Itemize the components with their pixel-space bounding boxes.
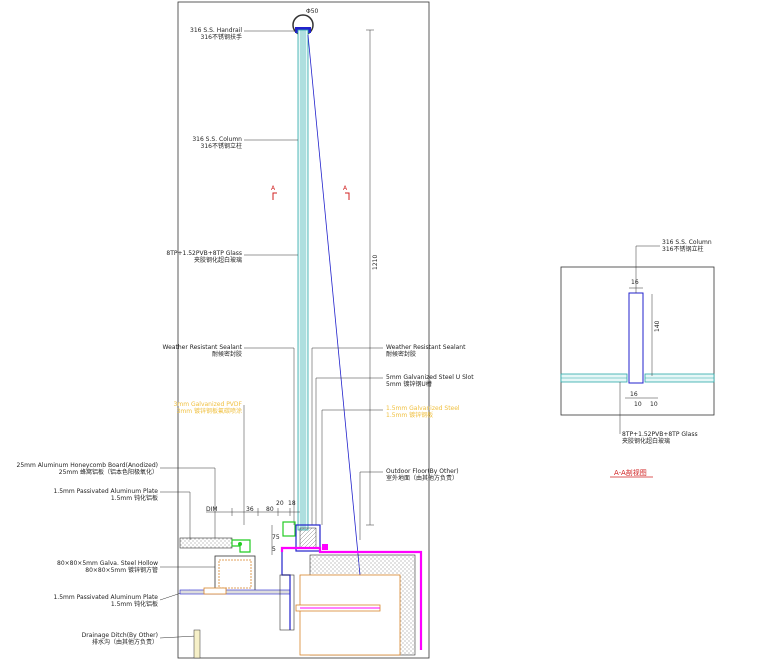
dim-5: 5 <box>272 546 276 553</box>
aa-frame <box>560 266 715 416</box>
section-a-left: A <box>271 185 276 192</box>
aa-leaders <box>619 245 660 434</box>
aa-glass <box>560 373 715 383</box>
passivated-plate <box>179 589 291 595</box>
uslot-label: 5mm Galvanized Steel U Slot 5mm 镀锌钢U槽 <box>386 374 474 388</box>
honeycomb-board <box>179 537 233 549</box>
column-label-en: 316 S.S. Column <box>192 136 242 143</box>
base-dimensions <box>206 508 300 555</box>
passivated-label-2-en: 1.5mm Passivated Aluminum Plate <box>53 594 158 601</box>
green-clip <box>231 539 251 553</box>
dim-75: 75 <box>272 534 280 541</box>
pvdf-label-cn: 3mm 镀锌钢板氟碳喷涂 <box>176 408 242 415</box>
main-frame <box>177 1 430 659</box>
outdoor-floor-en: Outdoor Floor(By Other) <box>386 468 459 475</box>
glass-label: 8TP+1.52PVB+8TP Glass 夹胶钢化超白玻璃 <box>140 250 242 264</box>
drainage-label: Drainage Ditch(By Other) 排水沟（由其他方负责） <box>40 632 158 646</box>
hollow-label-en: 80×80×5mm Galva. Steel Hollow <box>57 560 158 567</box>
drainage-label-en: Drainage Ditch(By Other) <box>81 632 158 639</box>
column-label: 316 S.S. Column 316不锈钢立柱 <box>150 136 242 150</box>
dim-18: 18 <box>288 500 296 507</box>
dim-20: 20 <box>276 500 284 507</box>
dim-80: 80 <box>266 506 274 513</box>
dim-36: 36 <box>246 506 254 513</box>
sealant-left-label: Weather Resistant Sealant 耐候密封胶 <box>140 344 242 358</box>
honeycomb-label: 25mm Aluminum Honeycomb Board(Anodized) … <box>4 462 158 476</box>
aa-dim-16b: 16 <box>630 391 638 398</box>
passivated-label-1-en: 1.5mm Passivated Aluminum Plate <box>53 488 158 495</box>
dim-label: DIM <box>206 506 218 513</box>
handrail-label-cn: 316不锈钢扶手 <box>200 34 242 41</box>
drainage-label-cn: 排水沟（由其他方负责） <box>91 639 158 646</box>
sealant-right-cn: 耐候密封胶 <box>386 351 417 358</box>
outdoor-floor-cn: 室外地面（由其他方负责） <box>386 475 459 482</box>
sealant-left-cn: 耐候密封胶 <box>211 351 242 358</box>
aa-column-label-cn: 316不锈钢立柱 <box>662 246 704 253</box>
aa-glass-label-cn: 夹胶钢化超白玻璃 <box>622 438 671 445</box>
glass-label-cn: 夹胶钢化超白玻璃 <box>193 257 242 264</box>
aa-dim-140: 140 <box>654 320 661 332</box>
section-marker-right <box>345 192 350 200</box>
aa-glass-label-en: 8TP+1.52PVB+8TP Glass <box>622 431 698 438</box>
steel-hollow-inner <box>218 559 252 589</box>
aa-column <box>628 292 644 384</box>
plate-right-label: 1.5mm Galvanized Steel 1.5mm 镀锌钢板 <box>386 405 460 419</box>
pvdf-label-en: 3mm Galvanized PVDF <box>173 401 242 408</box>
u-slot-fill <box>299 527 317 549</box>
green-bracket <box>282 521 296 537</box>
glass-label-en: 8TP+1.52PVB+8TP Glass <box>166 250 242 257</box>
aa-glass-label: 8TP+1.52PVB+8TP Glass 夹胶钢化超白玻璃 <box>622 431 698 445</box>
outdoor-floor-label: Outdoor Floor(By Other) 室外地面（由其他方负责） <box>386 468 459 482</box>
plate-right-cn: 1.5mm 镀锌钢板 <box>386 412 434 419</box>
glass-panel <box>297 29 309 531</box>
green-clip-pin <box>238 542 242 546</box>
plate-right-en: 1.5mm Galvanized Steel <box>386 405 460 412</box>
honeycomb-label-en: 25mm Aluminum Honeycomb Board(Anodized) <box>16 462 158 469</box>
handrail-label-en: 316 S.S. Handrail <box>190 27 242 34</box>
column-label-cn: 316不锈钢立柱 <box>200 143 242 150</box>
uslot-label-cn: 5mm 镀锌钢U槽 <box>386 381 432 388</box>
uslot-label-en: 5mm Galvanized Steel U Slot <box>386 374 474 381</box>
aa-column-label-en: 316 S.S. Column <box>662 239 712 246</box>
height-dim-label: 1210 <box>372 254 379 270</box>
height-dimension <box>366 29 374 526</box>
passivated-label-1: 1.5mm Passivated Aluminum Plate 1.5mm 钝化… <box>30 488 158 502</box>
steel-hollow-outer <box>214 555 256 593</box>
pvdf-label: 3mm Galvanized PVDF 3mm 镀锌钢板氟碳喷涂 <box>150 401 242 415</box>
passivated-label-2: 1.5mm Passivated Aluminum Plate 1.5mm 钝化… <box>30 594 158 608</box>
section-a-right: A <box>343 185 348 192</box>
drainage-ditch <box>193 629 201 659</box>
handrail-label: 316 S.S. Handrail 316不锈钢扶手 <box>150 27 242 41</box>
aa-dim-10b: 10 <box>650 401 658 408</box>
sealant-left-en: Weather Resistant Sealant <box>162 344 242 351</box>
orange-plate-frame <box>299 574 401 656</box>
aa-dim-10a: 10 <box>634 401 642 408</box>
magenta-outline <box>280 546 423 650</box>
u-slot <box>295 524 321 552</box>
sealant-right-label: Weather Resistant Sealant 耐候密封胶 <box>386 344 465 358</box>
leader-lines <box>159 30 383 639</box>
column-diagonal <box>307 34 361 576</box>
passivated-label-1-cn: 1.5mm 钝化铝板 <box>110 495 158 502</box>
aa-section-title: A-A剖视图 <box>614 469 647 477</box>
hollow-label-cn: 80×80×5mm 镀锌钢方管 <box>85 567 158 574</box>
section-marker-left <box>272 192 277 200</box>
hollow-label: 80×80×5mm Galva. Steel Hollow 80×80×5mm … <box>30 560 158 574</box>
plate-bracket <box>203 587 227 595</box>
sealant-right-en: Weather Resistant Sealant <box>386 344 466 351</box>
aa-dim-16: 16 <box>631 279 639 286</box>
passivated-label-2-cn: 1.5mm 钝化铝板 <box>110 601 158 608</box>
support-frame <box>279 574 295 631</box>
magenta-marker <box>322 544 328 550</box>
aa-column-label: 316 S.S. Column 316不锈钢立柱 <box>662 239 712 253</box>
handrail-dim: Φ50 <box>306 8 319 15</box>
honeycomb-label-cn: 25mm 蜂窝铝板（铝本色阳极氧化） <box>58 469 158 476</box>
